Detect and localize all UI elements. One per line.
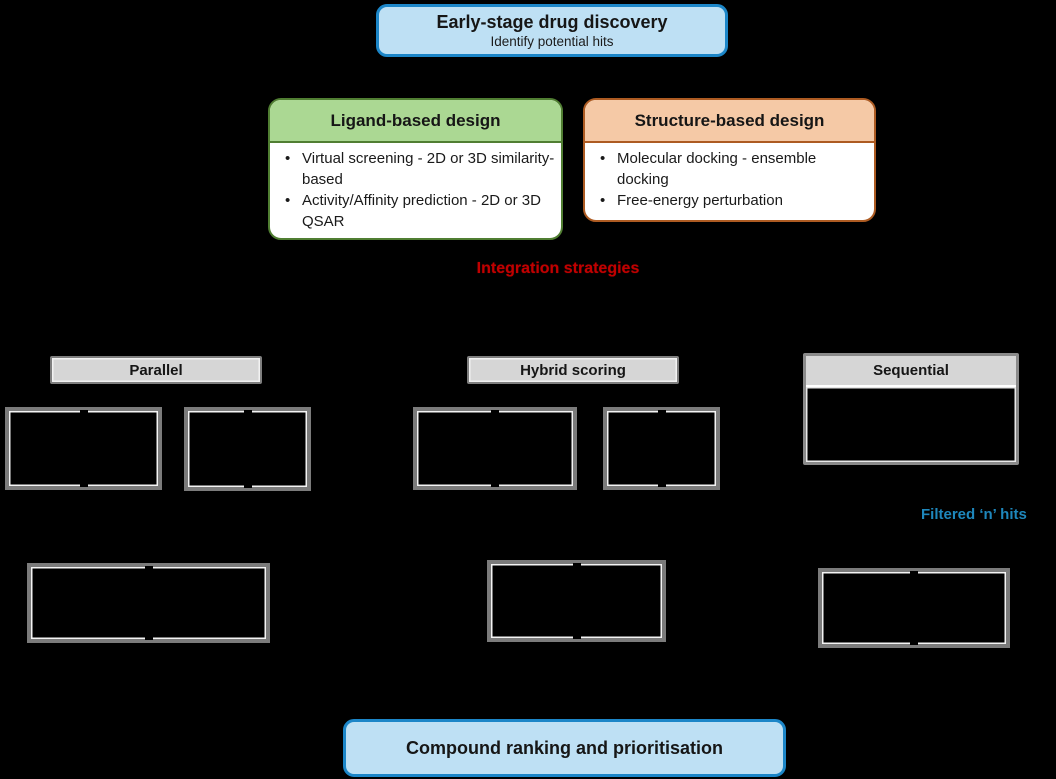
integration-strategies-label: Integration strategies xyxy=(476,260,640,277)
structure-bullet-1: Molecular docking - ensemble docking xyxy=(591,149,870,190)
strategy-box-sequential: Sequential xyxy=(803,353,1019,465)
structure-based-design-bullets: Molecular docking - ensemble docking Fre… xyxy=(591,149,870,212)
ligand-bullet-2: Activity/Affinity prediction - 2D or 3D … xyxy=(276,191,557,232)
early-stage-box: Early-stage drug discovery Identify pote… xyxy=(376,4,728,57)
ligand-based-design-box: Ligand-based design Virtual screening - … xyxy=(268,98,563,240)
parallel-box-2 xyxy=(184,407,311,491)
structure-based-design-box: Structure-based design Molecular docking… xyxy=(583,98,876,222)
hybrid-result-box xyxy=(487,560,666,642)
ligand-based-design-title: Ligand-based design xyxy=(270,100,561,143)
hybrid-box-2 xyxy=(603,407,720,490)
sequential-body-box xyxy=(806,387,1016,462)
strategy-label-hybrid-scoring: Hybrid scoring xyxy=(467,356,679,384)
structure-bullet-2: Free-energy perturbation xyxy=(591,191,870,212)
compound-ranking-title: Compound ranking and prioritisation xyxy=(406,737,723,758)
strategy-label-parallel: Parallel xyxy=(50,356,262,384)
early-stage-subtitle: Identify potential hits xyxy=(490,33,614,49)
strategy-label-sequential: Sequential xyxy=(806,356,1016,387)
parallel-result-box xyxy=(27,563,270,643)
sequential-result-box xyxy=(818,568,1010,648)
hybrid-box-1 xyxy=(413,407,577,490)
parallel-box-1 xyxy=(5,407,162,490)
filtered-n-hits-label: Filtered ‘n’ hits xyxy=(921,506,1027,523)
ligand-based-design-bullets: Virtual screening - 2D or 3D similarity-… xyxy=(276,149,557,233)
structure-based-design-title: Structure-based design xyxy=(585,100,874,143)
compound-ranking-box: Compound ranking and prioritisation xyxy=(343,719,786,777)
early-stage-title: Early-stage drug discovery xyxy=(436,12,668,33)
ligand-bullet-1: Virtual screening - 2D or 3D similarity-… xyxy=(276,149,557,190)
